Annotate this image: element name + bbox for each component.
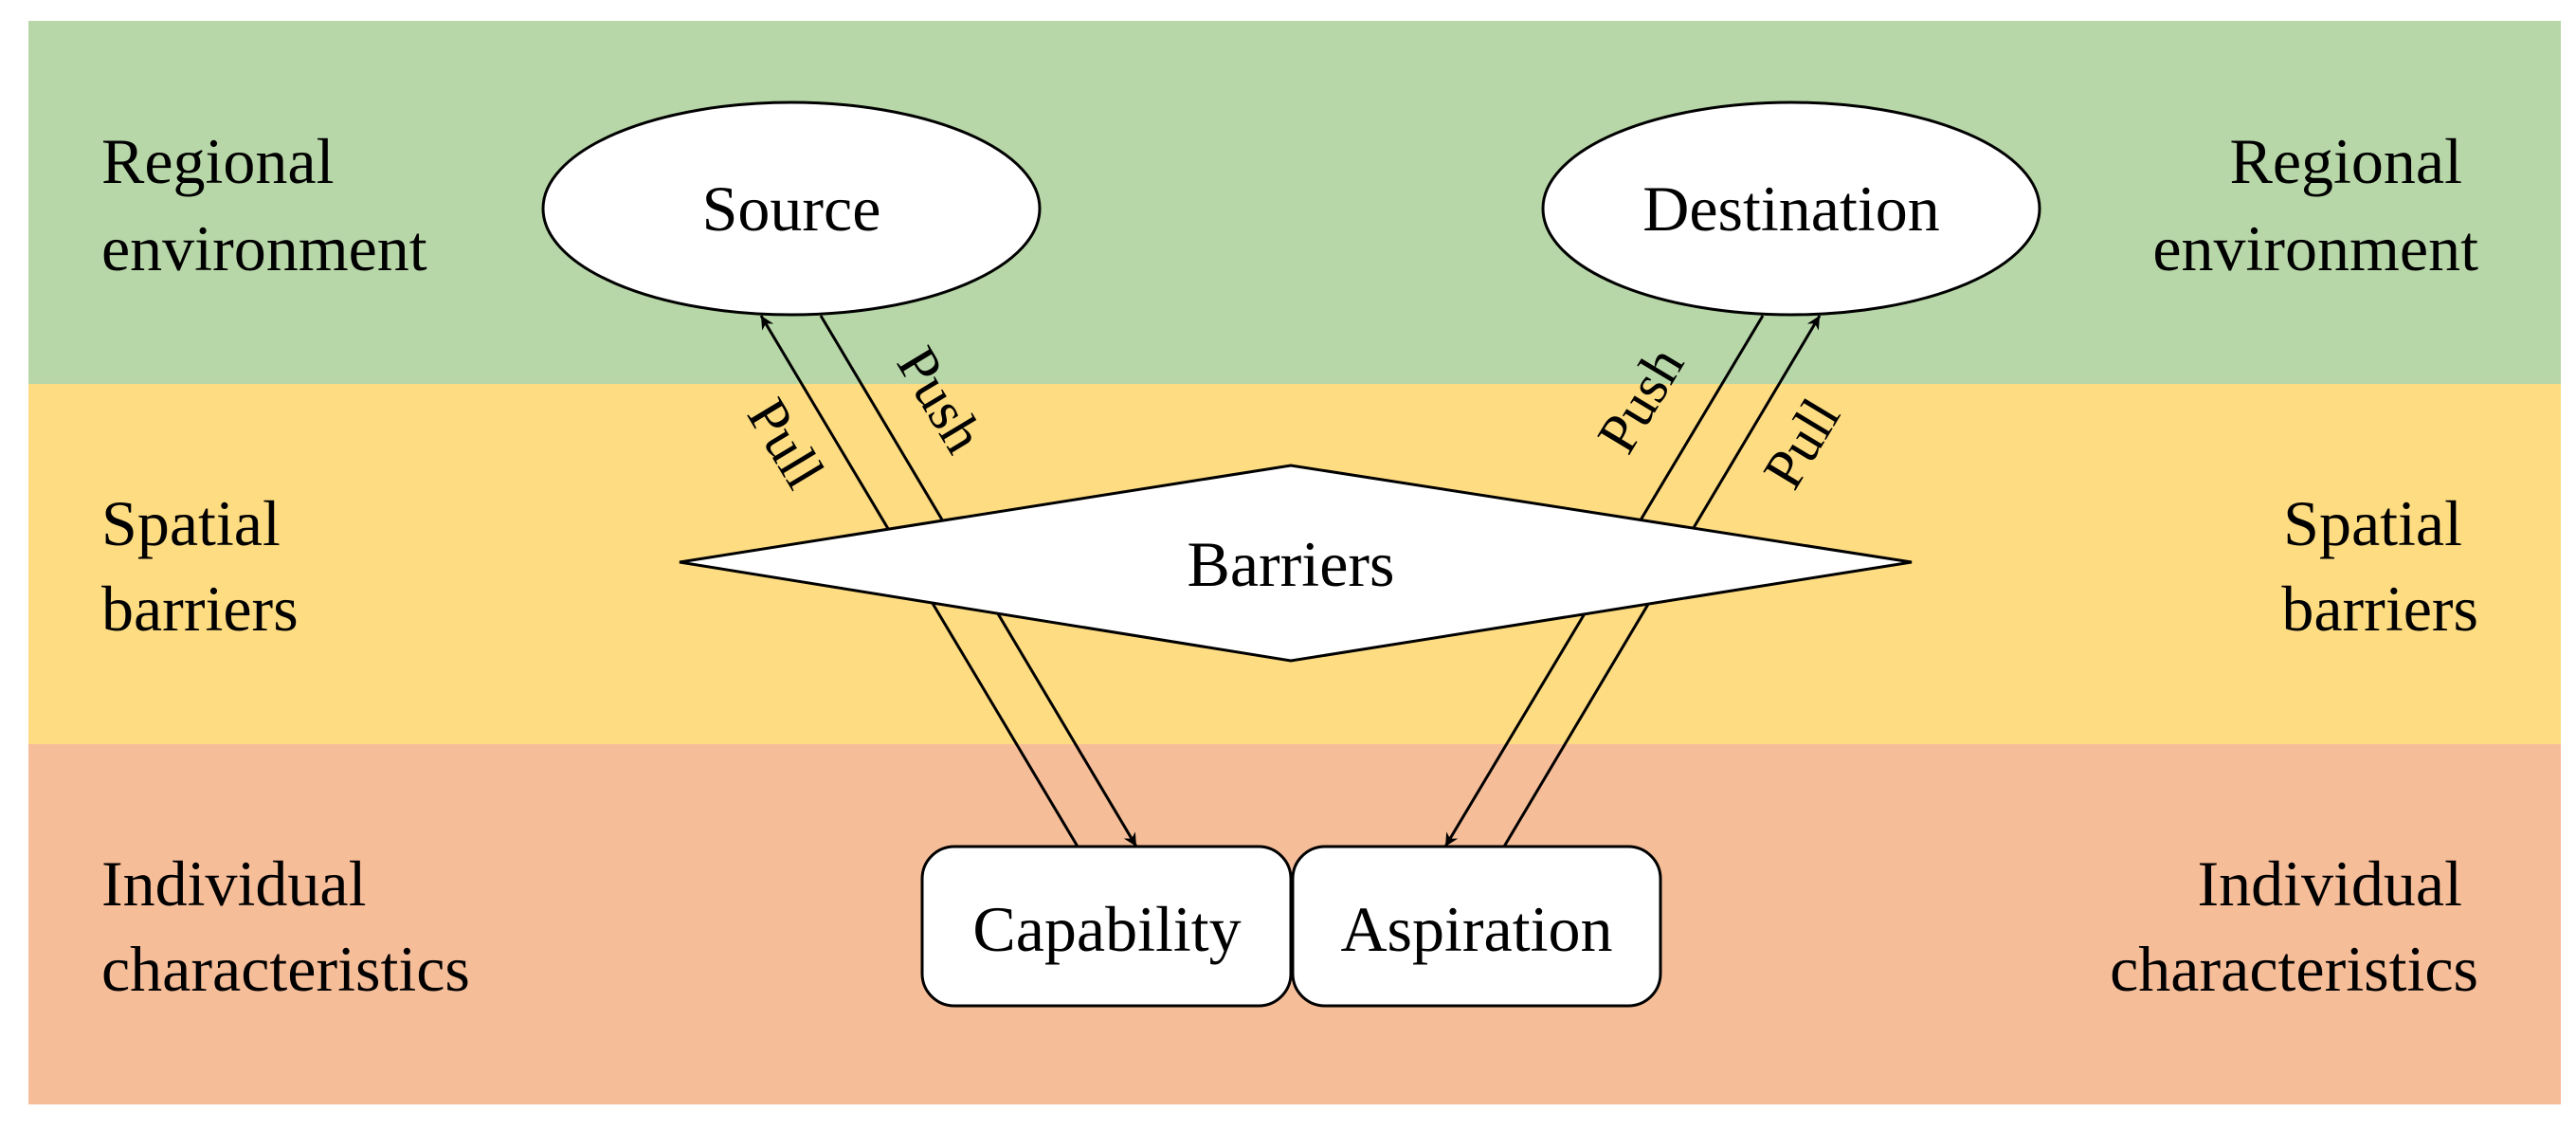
right-label-regional: Regional environment bbox=[2152, 125, 2478, 284]
band-regional-environment bbox=[28, 21, 2561, 384]
node-aspiration bbox=[1291, 845, 1662, 1008]
node-destination bbox=[1541, 100, 2041, 317]
node-barriers-label: Barriers bbox=[1187, 528, 1394, 600]
node-capability bbox=[920, 845, 1293, 1008]
node-destination-label: Destination bbox=[1642, 173, 1940, 245]
node-barriers bbox=[679, 464, 1913, 663]
node-aspiration-label: Aspiration bbox=[1340, 893, 1612, 965]
right-label-individual: Individual characteristics bbox=[2110, 848, 2478, 1005]
left-label-spatial: Spatial barriers bbox=[101, 487, 299, 645]
right-label-spatial: Spatial barriers bbox=[2281, 487, 2478, 645]
node-source bbox=[541, 100, 1042, 317]
node-capability-label: Capability bbox=[972, 893, 1241, 965]
left-label-regional: Regional environment bbox=[101, 125, 427, 284]
node-source-label: Source bbox=[702, 173, 881, 245]
left-label-individual: Individual characteristics bbox=[101, 848, 470, 1005]
